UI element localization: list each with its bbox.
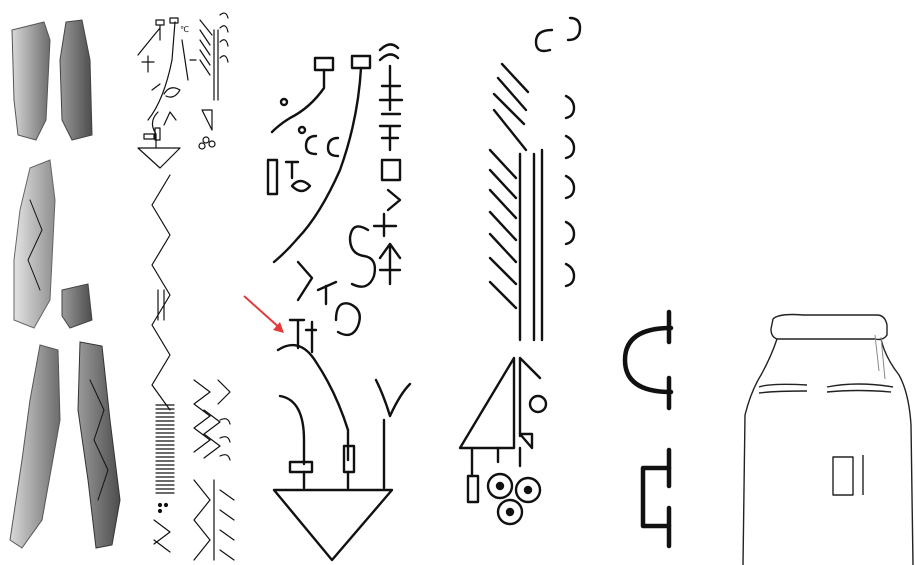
vessel-panel: [715, 295, 915, 565]
sign-sequence-detail: [240, 0, 420, 565]
incised-sign-tracing: ℃: [130, 0, 240, 565]
svg-text:℃: ℃: [180, 25, 189, 34]
fragment-4: [62, 284, 92, 328]
bracket-sign: [643, 468, 669, 526]
fragment-3: [14, 160, 55, 328]
symbol-panel: [605, 290, 705, 565]
fragment-6: [78, 342, 120, 548]
pointer-arrow-icon: [244, 296, 284, 333]
bracket-signs: [605, 290, 705, 565]
detail-tracing-left: [240, 0, 420, 565]
fragment-2: [60, 20, 92, 140]
photo-panel: [0, 0, 130, 565]
overview-tracing-panel: ℃: [130, 0, 240, 565]
fragment-5: [10, 345, 60, 548]
fragment-1: [12, 22, 50, 140]
notched-lines-detail: [440, 0, 600, 565]
vessel-outline: [715, 295, 915, 565]
detail-tracing-right: [440, 0, 600, 565]
bone-fragment-photos: [0, 0, 130, 565]
horseshoe-sign: [625, 328, 671, 392]
